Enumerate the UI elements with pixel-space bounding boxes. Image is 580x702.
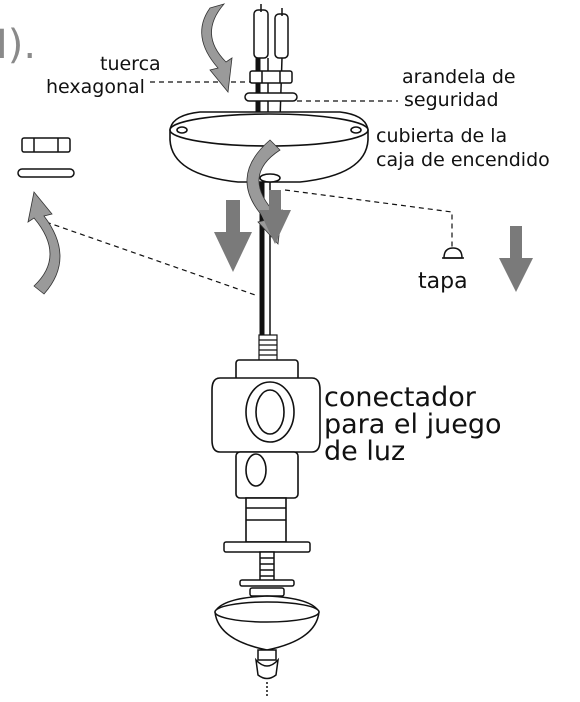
wire-connector-left <box>253 9 269 59</box>
lower-nut <box>249 587 285 597</box>
label-hex-nut-1: tuerca <box>100 53 161 75</box>
leader-lines <box>45 81 453 297</box>
spare-nut <box>21 137 71 153</box>
down-arrow-icon <box>499 226 533 292</box>
label-lock-washer-2: seguridad <box>404 89 499 111</box>
header-fragment: I). <box>0 22 36 68</box>
leader-spare-parts <box>45 221 259 297</box>
finial <box>254 657 280 680</box>
down-arrow-icon <box>259 190 291 244</box>
lower-washer <box>239 579 295 587</box>
label-cap: tapa <box>418 269 468 294</box>
finial-neck <box>257 649 277 661</box>
label-connector-1: conectador <box>324 382 477 413</box>
wire-connector-right <box>274 13 289 59</box>
down-arrow-icon <box>214 200 252 272</box>
lower-threaded-rod <box>259 551 275 585</box>
lock-washer <box>244 92 298 102</box>
label-canopy-1: cubierta de la <box>376 125 507 147</box>
lower-assembly <box>214 541 320 698</box>
spare-washer <box>17 168 75 178</box>
fixture-connector <box>211 359 321 543</box>
threaded-rod <box>258 334 278 364</box>
twist-arrow-icon <box>201 3 233 93</box>
ground-wire <box>279 57 283 121</box>
label-connector-3: de luz <box>324 436 405 467</box>
label-canopy-2: caja de encendido <box>376 149 550 171</box>
label-connector-2: para el juego <box>324 409 502 440</box>
leader-cap <box>284 189 453 248</box>
label-lock-washer-1: arandela de <box>402 66 516 88</box>
twist-arrow-icon <box>27 191 61 295</box>
mounting-plate <box>223 541 311 553</box>
label-hex-nut-2: hexagonal <box>46 76 145 98</box>
cap-part <box>442 247 464 259</box>
hex-nut <box>249 70 293 84</box>
